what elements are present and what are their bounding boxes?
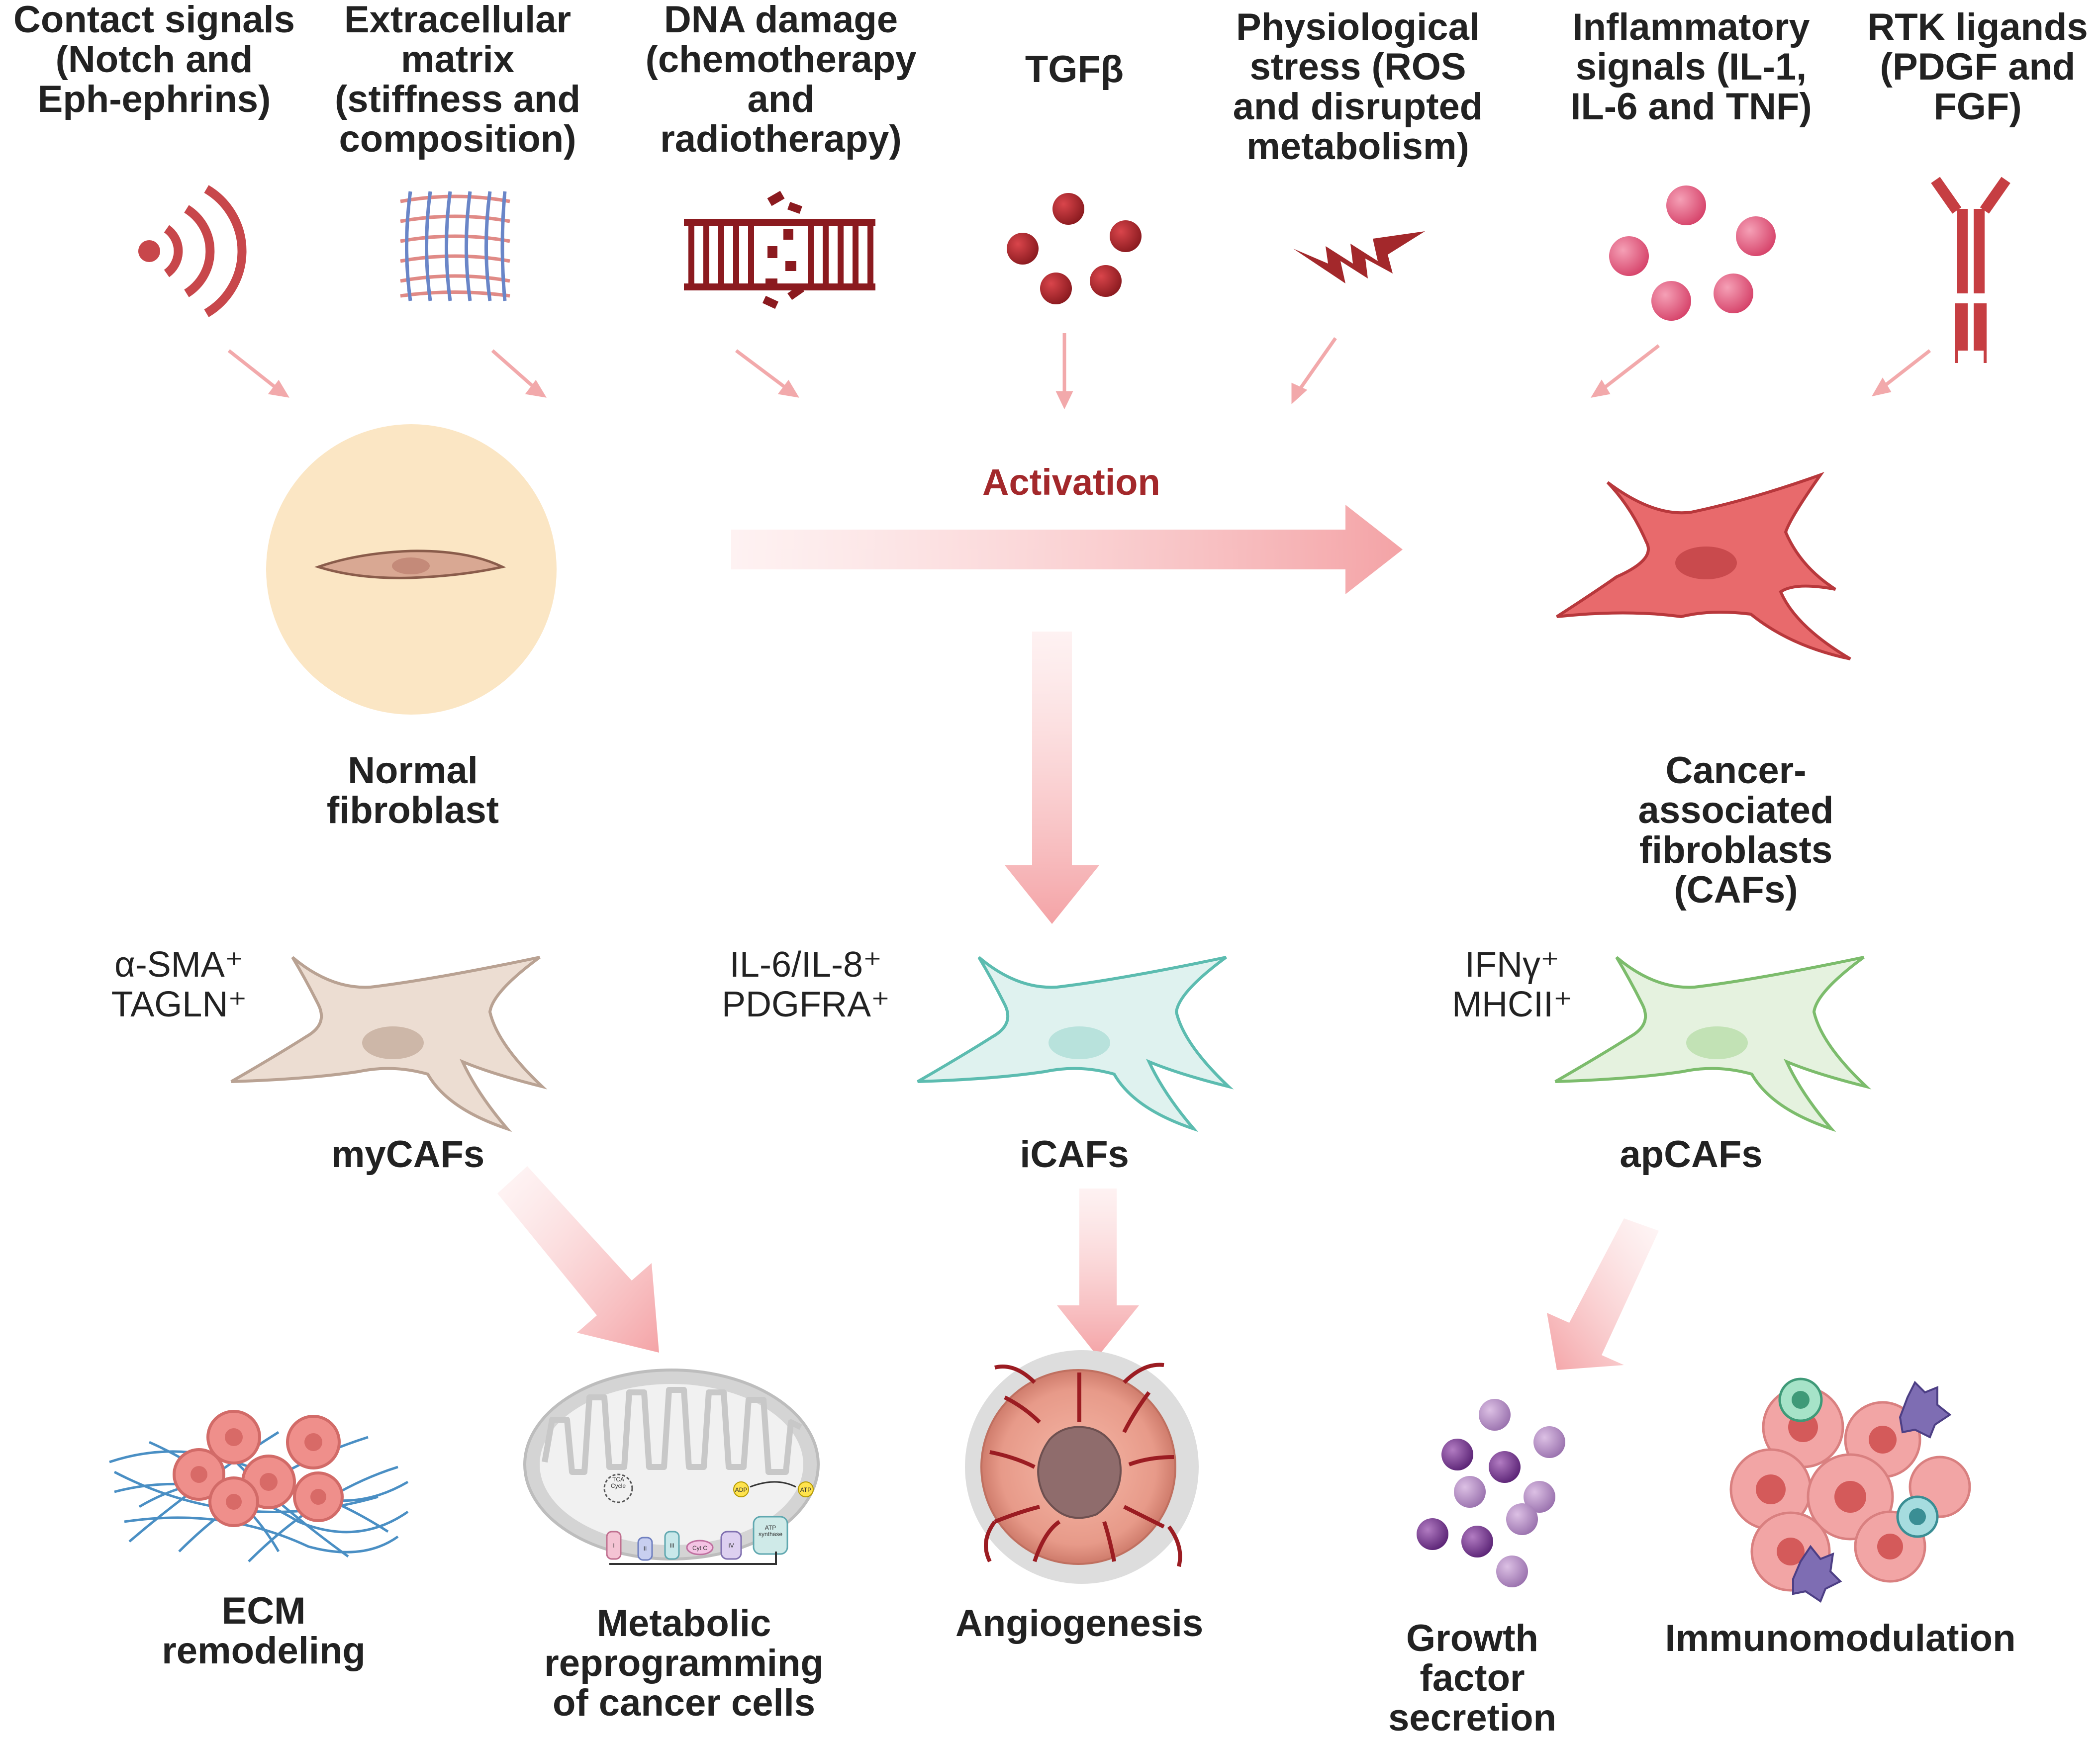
mito-label-cyt-c: Cyt C — [692, 1545, 707, 1552]
mito-label-atp-synthase: ATP — [765, 1524, 776, 1531]
normal-fibroblast-label: Normal fibroblast — [326, 749, 499, 831]
mito-label-tca: TCA — [612, 1476, 624, 1483]
cytokine-molecules-icon — [1609, 185, 1776, 321]
mito-label-complex-1: I — [613, 1542, 614, 1549]
tgfb-molecules-icon — [1007, 193, 1142, 304]
mito-label-complex-4: IV — [728, 1542, 734, 1549]
mito-label-adp: ADP — [735, 1486, 748, 1493]
function-label-ecm: ECM remodeling — [162, 1590, 366, 1672]
signal-label-rtk-ligands: RTK ligands (PDGF and FGF) — [1867, 6, 2088, 128]
mycaf-cell-icon — [230, 956, 548, 1132]
function-label-growth-factor: Growth factor secretion — [1388, 1617, 1556, 1739]
mito-label-complex-2: II — [644, 1545, 647, 1552]
signal-label-ecm: Extracellular matrix (stiffness and comp… — [334, 0, 581, 160]
apcaf-markers: IFNγ⁺ MHCII⁺ — [1452, 945, 1572, 1024]
vascularized-tumor-icon — [965, 1350, 1199, 1584]
activation-arrow-vertical — [1005, 632, 1099, 924]
icaf-markers: IL-6/IL-8⁺ PDGFRA⁺ — [721, 945, 890, 1024]
ecm-network-icon — [109, 1410, 409, 1562]
function-label-immunomodulation: Immunomodulation — [1665, 1617, 2016, 1659]
signal-label-tgfb: TGFβ — [1025, 48, 1124, 91]
normal-fibroblast-icon — [266, 424, 557, 715]
apcaf-cell-icon — [1554, 956, 1872, 1132]
signal-label-inflammatory: Inflammatory signals (IL-1, IL-6 and TNF… — [1570, 6, 1812, 128]
caf-label: Cancer- associated fibroblasts (CAFs) — [1638, 749, 1834, 911]
signal-label-contact: Contact signals (Notch and Eph-ephrins) — [13, 0, 295, 120]
mito-label-atp: ATP — [800, 1486, 811, 1493]
broken-dna-icon — [684, 190, 875, 309]
function-label-metabolic: Metabolic reprogramming of cancer cells — [544, 1602, 824, 1724]
fiber-mesh-icon — [400, 191, 510, 301]
activation-label: Activation — [982, 461, 1160, 503]
icaf-cell-icon — [917, 956, 1234, 1132]
wireless-signal-icon — [138, 185, 247, 317]
icaf-name: iCAFs — [1020, 1133, 1129, 1176]
mito-label-complex-3: III — [669, 1542, 674, 1549]
signal-arrows — [227, 333, 1931, 410]
mycaf-name: myCAFs — [331, 1133, 485, 1176]
signal-label-physiological-stress: Physiological stress (ROS and disrupted … — [1233, 6, 1483, 168]
caf-cell-icon — [1556, 471, 1851, 660]
apcaf-name: apCAFs — [1620, 1133, 1763, 1176]
mitochondrion-icon — [523, 1369, 820, 1565]
mito-label-atp-synthase: synthase — [759, 1531, 782, 1538]
arrow-mycaf-to-functions — [497, 1166, 659, 1353]
activation-arrow-horizontal — [731, 505, 1403, 594]
mycaf-markers: α-SMA⁺ TAGLN⁺ — [111, 945, 247, 1024]
immune-cells-cluster-icon — [1729, 1377, 1971, 1603]
arrow-apcaf-to-functions — [1547, 1218, 1659, 1370]
signal-label-dna-damage: DNA damage (chemotherapy and radiotherap… — [645, 0, 917, 160]
function-label-angiogenesis: Angiogenesis — [955, 1602, 1204, 1645]
lightning-bolt-icon — [1293, 231, 1425, 283]
receptor-antibody-icon — [1931, 177, 2010, 363]
arrow-icaf-to-angiogenesis — [1057, 1189, 1139, 1357]
mito-label-tca: Cycle — [611, 1482, 626, 1489]
growth-factor-spheres-icon — [1417, 1399, 1565, 1587]
